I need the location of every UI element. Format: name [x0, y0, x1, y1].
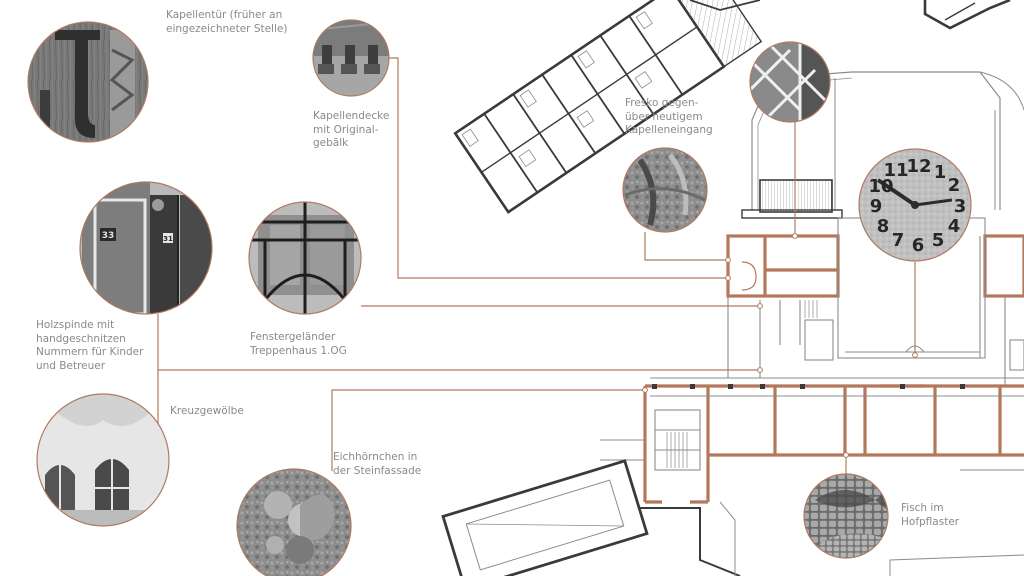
clock-numeral: 9 [870, 196, 883, 217]
diagonal-wing [453, 0, 763, 214]
clock-numeral: 4 [948, 216, 961, 237]
clock-numeral: 10 [868, 176, 893, 197]
photo-kapellendecke[interactable] [310, 18, 392, 100]
clock-numeral: 5 [932, 230, 945, 251]
clock-numeral: 12 [906, 156, 931, 177]
label-holzspinde: Holzspinde mit handgeschnitzen Nummern f… [36, 319, 144, 372]
photo-kapellenfenster[interactable] [748, 40, 832, 124]
clock-numeral: 7 [892, 230, 905, 251]
label-kreuzgewoelbe: Kreuzgewölbe [170, 405, 244, 417]
label-fresko: Fresko gegen- über heutigem Kapelleneing… [625, 97, 713, 136]
label-fisch: Fisch im Hofpflaster [901, 502, 960, 528]
locker-number-31: 31 [163, 235, 173, 243]
clock-numeral: 3 [954, 196, 967, 217]
photo-uhr[interactable]: 11 12 1 2 3 4 5 6 7 8 9 10 [858, 148, 972, 262]
label-eichhoernchen: Eichhörnchen in der Steinfassade [333, 451, 422, 477]
label-fenstergelaender: Fenstergeländer Treppenhaus 1.OG [250, 331, 347, 357]
floor-plan [441, 0, 1024, 576]
clock-numeral: 11 [883, 160, 908, 181]
photo-eichhoernchen[interactable] [236, 468, 352, 576]
clock-numeral: 1 [934, 162, 947, 183]
label-kapellendecke: Kapellendecke mit Original- gebälk [313, 110, 390, 149]
leader-lines [157, 57, 916, 474]
photo-kapellentuer[interactable] [20, 15, 160, 155]
highlighted-walls [643, 234, 1024, 504]
clock-numeral: 6 [912, 235, 925, 256]
photo-fresko[interactable] [622, 147, 708, 234]
locker-number-33: 33 [102, 231, 115, 241]
clock-numeral: 2 [948, 175, 961, 196]
photo-kreuzgewoelbe[interactable] [36, 393, 170, 527]
photo-holzspinde[interactable]: 33 31 [79, 181, 213, 315]
photo-fisch[interactable] [802, 472, 890, 560]
clock-numeral: 8 [877, 216, 890, 237]
clock-numerals: 11 12 1 2 3 4 5 6 7 8 9 10 [868, 156, 966, 256]
gym-hall [441, 459, 649, 576]
photo-fenstergelaender[interactable] [248, 201, 362, 316]
label-kapellentuer: Kapellentür (früher an eingezeichneter S… [166, 9, 288, 35]
